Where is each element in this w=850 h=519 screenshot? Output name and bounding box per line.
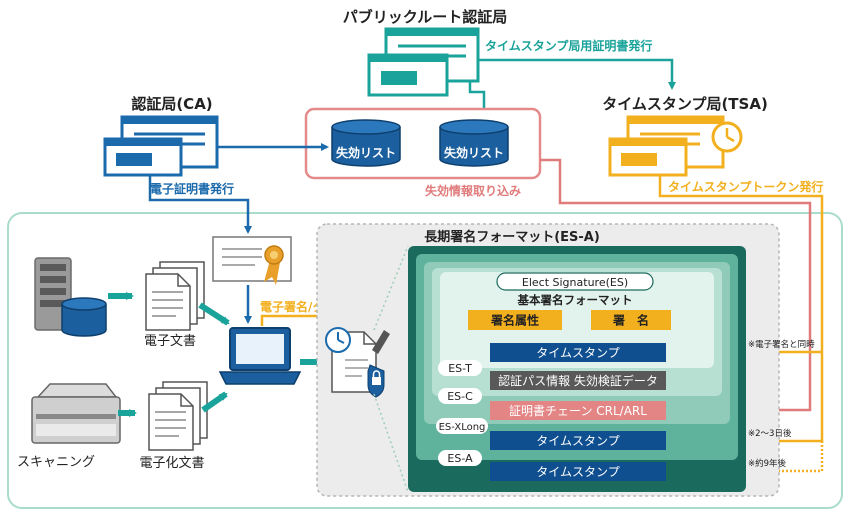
certificate-seal-icon (212, 236, 292, 285)
arrow-digidoc-to-pc (201, 391, 228, 413)
e-document-label: 電子文書 (144, 334, 196, 349)
ca-title: 認証局(CA) (131, 95, 212, 113)
db-icon-1 (331, 119, 401, 167)
server-icon (34, 257, 107, 337)
cert-path-bar (490, 371, 666, 390)
note-days: ※2～3日後 (748, 428, 792, 439)
signature-label: 署 名 (612, 313, 649, 328)
scanning-label: スキャニング (17, 455, 95, 470)
tag-es-xlong (436, 418, 488, 434)
note-years: ※約9年後 (748, 458, 787, 469)
laptop-icon (218, 327, 302, 385)
es-pill (496, 272, 654, 291)
clock-icon (711, 121, 743, 153)
tag-es-a (438, 450, 482, 466)
root-ca-title: パブリックルート認証局 (343, 8, 508, 26)
arrow-doc-to-pc (198, 302, 230, 326)
arrow-root-to-tsa (478, 58, 676, 90)
tag-es-t (438, 360, 482, 376)
tsa-cert-icon (608, 115, 725, 177)
tag-es-c (438, 388, 482, 404)
arrow-ca-to-cert (148, 176, 252, 234)
root-cert-icon (367, 27, 480, 97)
timestamp-token-issue-label: タイムスタンプトークン発行 (668, 179, 823, 194)
crl-label-1: 失効リスト (336, 145, 396, 160)
ts-label-3: タイムスタンプ (536, 465, 619, 479)
digitized-document-label: 電子化文書 (139, 456, 204, 471)
signed-document-icon (325, 327, 390, 398)
db-icon-2 (439, 119, 509, 167)
revocation-import-label: 失効情報取り込み (425, 183, 521, 198)
tsa-cert-issue-label: タイムスタンプ局用証明書発行 (485, 38, 652, 53)
basic-format-label: 基本署名フォーマット (517, 293, 633, 307)
ca-cert-icon (103, 115, 219, 177)
tag-es-c-label: ES-C (447, 390, 473, 403)
ts-bar-2 (490, 431, 666, 450)
arrow-revocation-import (540, 158, 812, 415)
guide-line-top (373, 245, 409, 331)
e-cert-issue-label: 電子証明書発行 (150, 181, 234, 196)
tag-es-t-label: ES-T (448, 362, 472, 375)
es-label: Elect Signature(ES) (522, 276, 628, 289)
signature-box (591, 310, 671, 330)
cert-chain-label: 証明書チェーン CRL/ARL (509, 404, 647, 418)
cert-chain-bar (490, 401, 666, 420)
sign-attr-label: 署名属性 (490, 313, 539, 328)
e-document-icon (145, 261, 205, 331)
ts-label-2: タイムスタンプ (536, 434, 619, 448)
tag-es-xlong-label: ES-XLong (439, 422, 486, 433)
cert-path-label: 認証パス情報 失効検証データ (498, 373, 658, 388)
ts-bar-3 (490, 462, 666, 481)
scanner-icon (31, 383, 121, 444)
ts-bar-1 (490, 343, 666, 362)
tag-es-a-label: ES-A (447, 452, 473, 465)
tsa-title: タイムスタンプ局(TSA) (602, 95, 768, 113)
note-same-time: ※電子署名と同時 (748, 339, 815, 350)
format-title: 長期署名フォーマット(ES-A) (424, 229, 600, 245)
guide-line-bottom (373, 393, 409, 493)
digitized-document-icon (148, 381, 208, 451)
ts-label-1: タイムスタンプ (536, 346, 619, 360)
sign-attr-box (468, 310, 562, 330)
arrow-root-to-crl (468, 81, 488, 119)
crl-label-2: 失効リスト (444, 145, 504, 160)
